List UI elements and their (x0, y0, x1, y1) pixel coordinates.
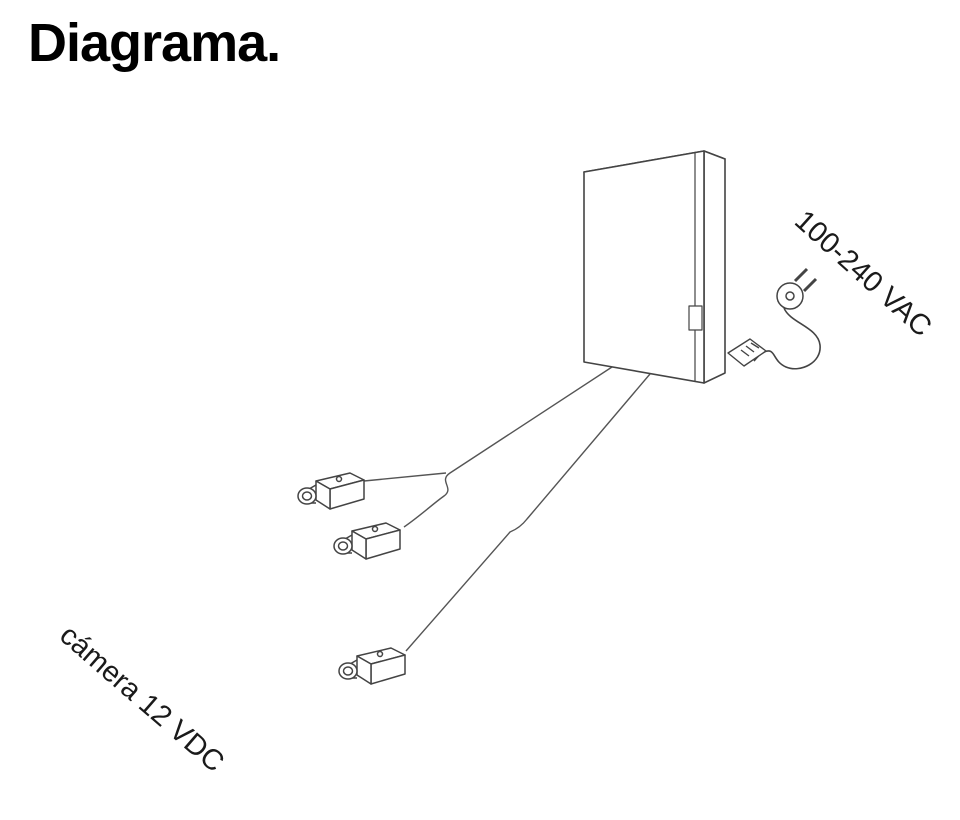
power-connector-icon (727, 338, 767, 367)
power-cord-assembly (727, 267, 821, 370)
camera-1-icon (297, 472, 365, 510)
camera-3-icon (338, 647, 406, 685)
page-title: Diagrama. (28, 13, 281, 73)
enclosure-latch (688, 305, 703, 331)
enclosure-side-face (703, 150, 726, 384)
power-supply-enclosure (583, 150, 726, 384)
cable-to-cameras-1-2 (403, 366, 613, 528)
power-voltage-label: 100-240 VAC (788, 204, 937, 343)
cable-to-camera-1 (363, 472, 447, 482)
camera-2-icon (333, 522, 401, 560)
enclosure-front-face (583, 150, 705, 384)
camera-cables (363, 366, 651, 652)
cable-to-camera-3 (405, 373, 651, 652)
camera-voltage-label: cámera 12 VDC (53, 619, 230, 779)
power-plug-icon (776, 267, 818, 310)
power-cable (753, 307, 821, 370)
